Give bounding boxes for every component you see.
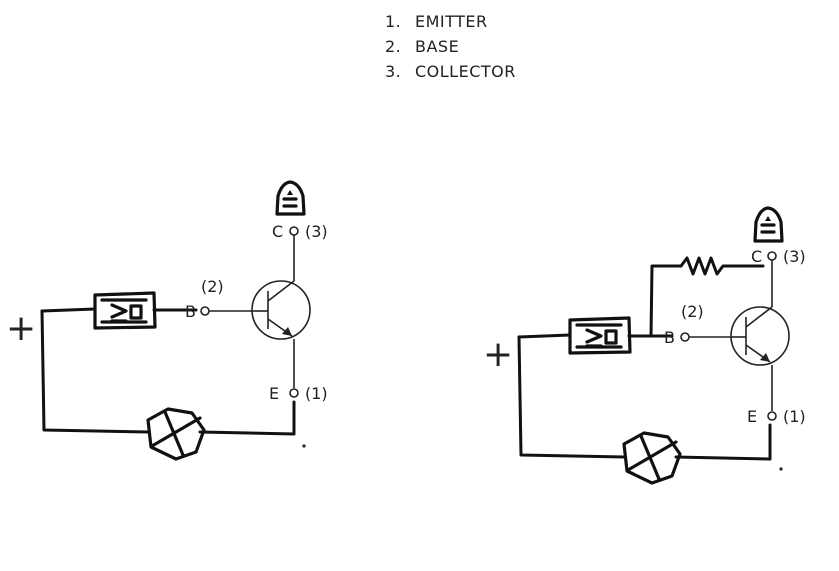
emitter-arrow-icon [282, 327, 292, 336]
collector-pin-number: (3) [305, 222, 328, 241]
emitter-terminal [767, 411, 777, 421]
base-pin-number: (2) [681, 302, 704, 321]
lamp-component [622, 431, 682, 485]
legend-item-emitter: 1. EMITTER [385, 9, 516, 34]
collector-letter: C [272, 222, 283, 241]
emitter-terminal [289, 388, 299, 398]
legend-label: BASE [415, 37, 460, 56]
emitter-pin-number: (1) [305, 384, 328, 403]
dot [779, 467, 783, 471]
led-component [568, 316, 632, 355]
legend-item-base: 2. BASE [385, 34, 516, 59]
legend-number: 1. [385, 12, 402, 31]
probe-icon [275, 180, 306, 216]
legend-label: COLLECTOR [415, 62, 516, 81]
wire [649, 264, 683, 338]
plus-terminal-label: + [6, 308, 36, 349]
legend-item-collector: 3. COLLECTOR [385, 59, 516, 84]
npn-transistor [251, 280, 311, 340]
led-component [93, 291, 157, 330]
wire [674, 423, 772, 461]
base-terminal [200, 306, 210, 316]
base-letter: B [185, 302, 196, 321]
resistor-icon [679, 256, 765, 276]
base-pin-number: (2) [201, 277, 224, 296]
base-terminal [680, 332, 690, 342]
legend-label: EMITTER [415, 12, 488, 31]
legend-number: 3. [385, 62, 402, 81]
emitter-pin-number: (1) [783, 407, 806, 426]
collector-letter: C [751, 247, 762, 266]
lamp-component [146, 407, 206, 461]
collector-terminal [289, 226, 299, 236]
emitter-letter: E [269, 384, 279, 403]
wire [198, 400, 296, 436]
circuit-left: + B (2) [6, 180, 328, 461]
pin-legend: 1. EMITTER 2. BASE 3. COLLECTOR [385, 9, 516, 84]
wire [517, 335, 626, 459]
collector-terminal [767, 251, 777, 261]
collector-pin-number: (3) [783, 247, 806, 266]
wire [517, 333, 572, 339]
emitter-arrow-icon [760, 353, 770, 362]
dot [302, 444, 306, 448]
circuit-right: + B (2) [483, 206, 806, 485]
emitter-letter: E [747, 407, 757, 426]
probe-icon [753, 206, 784, 243]
plus-terminal-label: + [483, 334, 513, 375]
legend-number: 2. [385, 37, 402, 56]
base-letter: B [664, 328, 675, 347]
wire [40, 309, 150, 434]
npn-transistor [730, 306, 790, 366]
wire [40, 307, 97, 313]
